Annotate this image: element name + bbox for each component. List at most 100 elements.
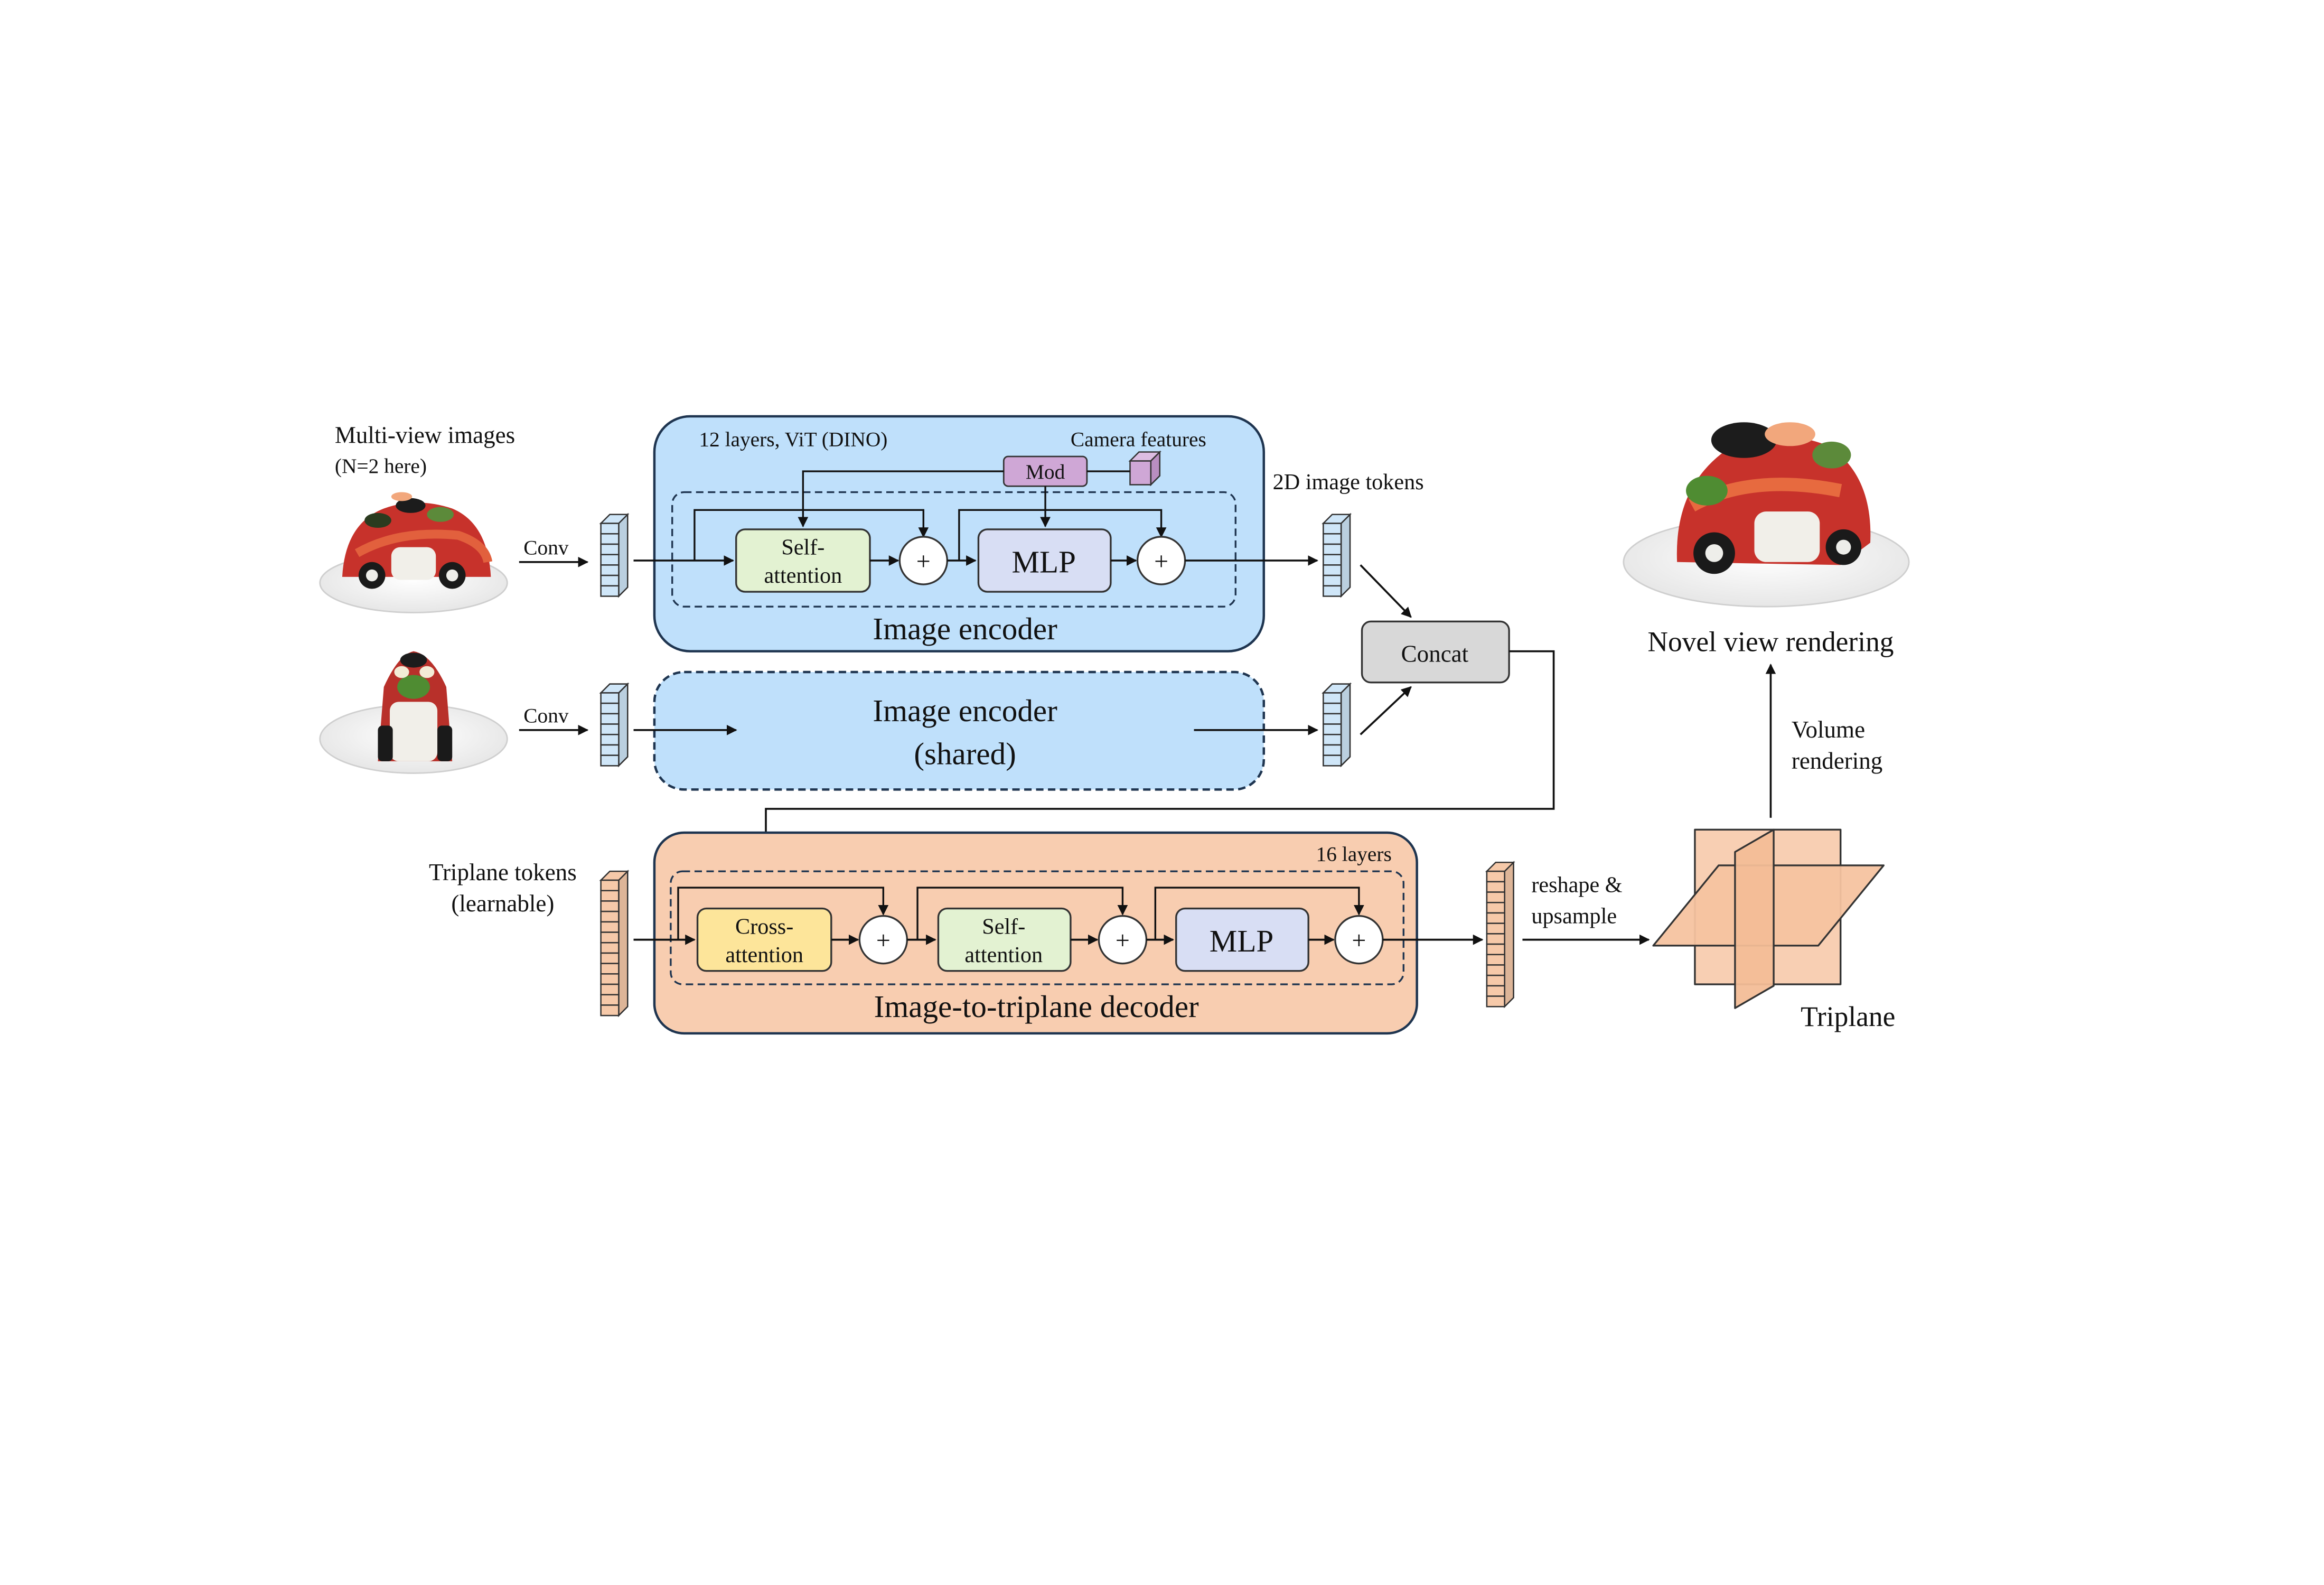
- encoder-mlp-label: MLP: [1012, 544, 1076, 579]
- triplane-token-cell: [1486, 954, 1505, 966]
- triplane-token-stack-in: [599, 870, 630, 1018]
- shared-encoder-subtitle: (shared): [914, 736, 1016, 771]
- mod-label: Mod: [1026, 460, 1065, 483]
- triplane-token-cell: [600, 900, 620, 912]
- triplane-token-cell: [600, 1004, 620, 1017]
- input-image-1: [319, 492, 508, 613]
- triplane-tokens-label: Triplane tokens: [429, 859, 577, 885]
- triplane-token-cell: [600, 973, 620, 985]
- triplane-token-stack-out: [1485, 861, 1515, 1009]
- triplane-token-side: [618, 870, 629, 1018]
- decoder-self-attention-label-1: Self-: [982, 914, 1025, 939]
- triplane-token-cell: [1486, 974, 1505, 987]
- encoder-mlp-box: [977, 528, 1112, 593]
- image-token-side: [1340, 512, 1351, 598]
- triplane-token-cell: [1486, 912, 1505, 924]
- triplane-token-cell: [600, 994, 620, 1006]
- triplane-graphic: [1652, 828, 1885, 1009]
- conv-label-top: Conv: [523, 536, 569, 560]
- image-token-cell: [1323, 523, 1342, 535]
- triplane-token-cell: [1486, 985, 1505, 997]
- image-token-cell: [600, 723, 620, 735]
- image-token-cell: [1323, 692, 1342, 704]
- image-token-cell: [600, 744, 620, 756]
- decoder-add-2: [1098, 915, 1148, 965]
- image-token-cell: [1323, 702, 1342, 715]
- triplane-token-cell: [600, 890, 620, 902]
- image-token-cell: [600, 574, 620, 587]
- tokens-to-concat-arrow-2: [1360, 686, 1412, 735]
- encoder-self-attention-label-1: Self-: [781, 535, 824, 560]
- encoder-self-attention-label-2: attention: [764, 563, 842, 588]
- triplane-token-cell: [1486, 964, 1505, 976]
- volume-rendering-label-2: rendering: [1792, 748, 1882, 774]
- image-token-cell: [1323, 574, 1342, 587]
- novel-view-image: [1623, 422, 1910, 608]
- decoder-residual-3: [1154, 887, 1364, 940]
- encoder-add-1-symbol: +: [916, 547, 931, 575]
- decoder-layer-block: [670, 870, 1405, 985]
- multi-view-title: Multi-view images: [335, 422, 515, 449]
- image-token-cell: [600, 585, 620, 597]
- encoder-add-2-symbol: +: [1154, 547, 1168, 575]
- image-encoder-title: Image encoder: [873, 611, 1057, 646]
- image-token-cell: [1323, 733, 1342, 746]
- triplane-token-side: [1504, 861, 1514, 1009]
- input-image-2: [319, 651, 508, 774]
- image-token-cell: [600, 733, 620, 746]
- decoder-add-3-symbol: +: [1352, 926, 1366, 954]
- image-token-cell: [1323, 585, 1342, 597]
- image-token-cell: [1323, 754, 1342, 767]
- multi-view-count: (N=2 here): [335, 454, 427, 478]
- conv-label-bottom: Conv: [523, 704, 569, 728]
- encoder-layers-label: 12 layers, ViT (DINO): [699, 427, 887, 451]
- image-token-cell: [600, 754, 620, 767]
- decoder-self-attention-label-2: attention: [964, 943, 1043, 967]
- image-token-stack-out-1: [1322, 512, 1352, 598]
- triplane-label: Triplane: [1801, 1001, 1895, 1032]
- decoder-layers-label: 16 layers: [1316, 842, 1392, 865]
- image-token-stack-out-2: [1322, 682, 1352, 768]
- triplane-token-cell: [1486, 891, 1505, 903]
- image-token-cell: [1323, 723, 1342, 735]
- decoder-mlp-label: MLP: [1210, 924, 1273, 958]
- novel-view-label: Novel view rendering: [1647, 626, 1894, 658]
- image-token-side: [1340, 682, 1351, 768]
- decoder-title: Image-to-triplane decoder: [874, 989, 1199, 1024]
- triplane-token-cell: [600, 931, 620, 944]
- decoder-residual-2: [916, 887, 1128, 940]
- concat-label: Concat: [1401, 640, 1469, 667]
- triplane-token-cell: [600, 921, 620, 933]
- image-token-cell: [600, 554, 620, 566]
- reshape-label-1: reshape &: [1531, 873, 1622, 898]
- image-token-cell: [600, 702, 620, 715]
- reshape-label-2: upsample: [1531, 904, 1617, 929]
- image-token-cell: [1323, 543, 1342, 555]
- triplane-token-cell: [600, 879, 620, 892]
- cross-attention-label-2: attention: [725, 943, 803, 967]
- triplane-token-cell: [600, 983, 620, 996]
- triplane-token-cell: [1486, 995, 1505, 1008]
- image-token-stack-2: [599, 682, 630, 768]
- decoder-add-2-symbol: +: [1116, 926, 1130, 954]
- image-token-cell: [1323, 533, 1342, 545]
- camera-features-label: Camera features: [1071, 427, 1206, 451]
- volume-rendering-label-1: Volume: [1792, 716, 1865, 743]
- shared-encoder-title: Image encoder: [873, 693, 1057, 728]
- image-token-cell: [600, 564, 620, 576]
- triplane-token-cell: [1486, 901, 1505, 914]
- image-token-stack-1: [599, 512, 630, 598]
- image-token-cell: [600, 713, 620, 725]
- mod-to-self-attention-arrow: [798, 470, 1004, 528]
- cross-attention-label-1: Cross-: [735, 914, 793, 939]
- encoder-residual-1: [694, 509, 929, 561]
- decoder-residual-1: [677, 887, 889, 940]
- tokens-to-concat-arrow-1: [1360, 564, 1412, 618]
- image-token-cell: [1323, 554, 1342, 566]
- triplane-token-cell: [600, 952, 620, 964]
- image-token-cell: [600, 533, 620, 545]
- triplane-token-cell: [600, 963, 620, 975]
- image-token-cell: [1323, 564, 1342, 576]
